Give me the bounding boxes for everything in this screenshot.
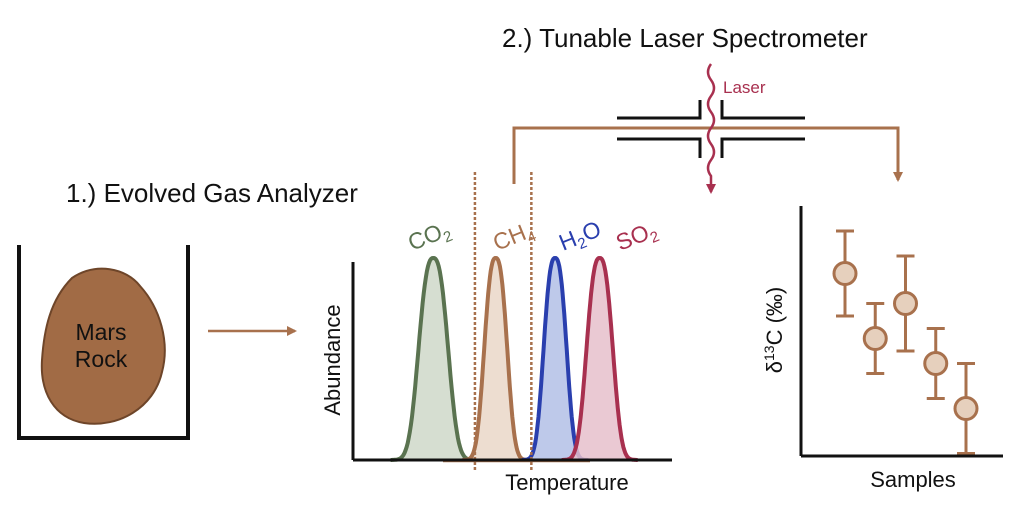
iso-y-label: δ13C (‰) <box>761 287 787 373</box>
cell-wall-top-right <box>720 100 805 120</box>
iso-y-label-suffix: C (‰) <box>762 287 787 346</box>
data-point <box>893 291 918 316</box>
beaker-outline <box>17 245 190 440</box>
flow-arrow <box>512 126 903 184</box>
gas-labels: CO2 CH4 H2O SO2 <box>404 215 662 259</box>
data-point <box>832 261 858 286</box>
rock-label-line2: Rock <box>75 346 128 372</box>
cell-wall-bottom-left <box>617 137 702 158</box>
gas-peak-1 <box>462 255 529 462</box>
cell-wall-bottom-right <box>720 137 805 158</box>
ega-x-label: Temperature <box>505 470 629 495</box>
step2-title: 2.) Tunable Laser Spectrometer <box>502 23 868 53</box>
mars-rock <box>40 267 166 425</box>
laser-beam <box>706 63 716 194</box>
so2-label-main: SO <box>612 219 653 256</box>
isotope-points <box>832 229 979 455</box>
gas-peak-3 <box>561 255 638 462</box>
evolved-gas-plot: Temperature Abundance <box>320 172 672 495</box>
spectrometer-cell <box>617 100 805 158</box>
isotope-plot: Samples δ13C (‰) <box>761 206 1003 492</box>
beaker: Mars Rock <box>17 245 190 440</box>
iso-y-label-sup: 13 <box>761 345 777 361</box>
co2-label-main: CO <box>404 219 446 256</box>
cell-wall-top-left <box>617 100 702 120</box>
data-point <box>953 396 979 421</box>
step1-title: 1.) Evolved Gas Analyzer <box>66 178 358 208</box>
peak-layer <box>390 255 638 462</box>
ega-y-label: Abundance <box>320 304 345 415</box>
co2-label: CO2 <box>404 215 455 259</box>
data-point <box>862 326 888 351</box>
data-point <box>923 351 949 376</box>
ch4-label-main: CH <box>489 219 530 256</box>
so2-label: SO2 <box>612 216 662 259</box>
gas-peak-0 <box>390 255 477 462</box>
rock-label-line1: Mars <box>75 319 126 345</box>
iso-y-label-prefix: δ <box>762 361 787 373</box>
laser-label: Laser <box>723 78 766 97</box>
h2o-label: H2O <box>555 215 606 259</box>
iso-x-label: Samples <box>870 467 956 492</box>
